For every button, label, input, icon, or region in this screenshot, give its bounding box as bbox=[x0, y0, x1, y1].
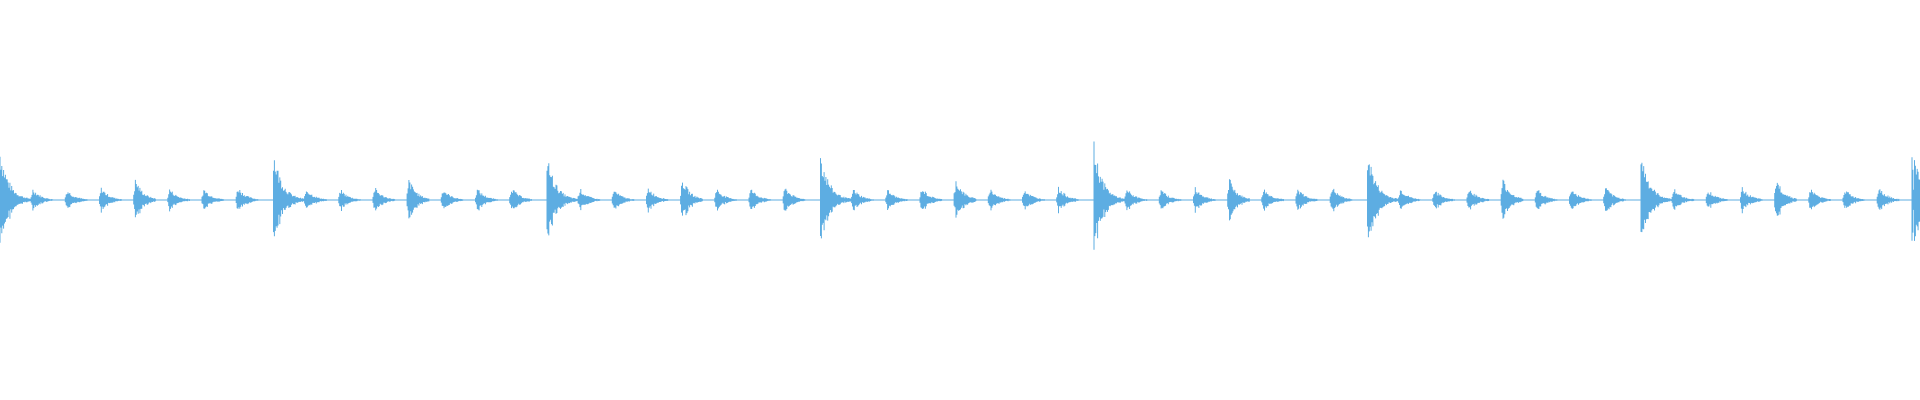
beat-hit bbox=[1875, 189, 1900, 210]
beat-hit bbox=[63, 192, 88, 208]
beat-hit bbox=[1226, 179, 1250, 221]
beat-hit bbox=[1773, 182, 1797, 216]
accent-hit bbox=[546, 163, 583, 236]
beat-hit bbox=[1431, 191, 1455, 209]
beat-hit bbox=[166, 189, 190, 212]
beat-hit bbox=[439, 192, 464, 209]
beat-hit bbox=[1157, 190, 1182, 209]
accent-hit bbox=[1911, 157, 1919, 241]
beat-hit bbox=[508, 190, 532, 209]
beat-hit bbox=[371, 188, 396, 211]
beat-hit bbox=[337, 190, 361, 211]
beat-hit bbox=[918, 191, 943, 209]
beat-hit bbox=[1841, 191, 1866, 208]
beat-hit bbox=[576, 189, 601, 211]
beat-hit bbox=[98, 187, 122, 213]
beat-hit bbox=[1192, 187, 1216, 213]
beat-hit bbox=[1739, 187, 1763, 214]
beat-hit bbox=[1397, 190, 1421, 209]
beat-hit bbox=[1465, 190, 1490, 210]
beat-hit bbox=[405, 180, 430, 219]
beat-hit bbox=[234, 190, 259, 209]
beat-hit bbox=[474, 189, 498, 211]
beat-hit bbox=[645, 188, 669, 213]
beat-hit bbox=[850, 190, 874, 211]
accent-hit bbox=[1093, 141, 1130, 250]
beat-hit bbox=[1021, 191, 1045, 210]
accent-hit bbox=[273, 160, 310, 237]
beat-hit bbox=[1260, 189, 1284, 211]
beat-hit bbox=[1568, 191, 1592, 209]
beat-hit bbox=[1123, 190, 1148, 211]
beat-hit bbox=[713, 189, 737, 211]
beat-hit bbox=[1294, 189, 1319, 210]
beat-hit bbox=[747, 189, 772, 209]
beat-hit bbox=[29, 189, 54, 211]
beat-hit bbox=[1328, 188, 1353, 212]
beat-hit bbox=[986, 189, 1011, 211]
beat-hit bbox=[1670, 189, 1695, 210]
beat-hit bbox=[1499, 179, 1524, 219]
beat-hit bbox=[781, 188, 806, 211]
beat-hit bbox=[1602, 188, 1626, 211]
beat-hit bbox=[1055, 186, 1079, 214]
beat-hit bbox=[1807, 189, 1831, 210]
beat-hit bbox=[303, 191, 327, 208]
accent-hit bbox=[1367, 164, 1404, 238]
beat-hit bbox=[1533, 190, 1558, 209]
accent-hit bbox=[820, 158, 857, 239]
accent-hit bbox=[1640, 162, 1677, 233]
beat-hit bbox=[132, 179, 156, 218]
beat-hit bbox=[679, 182, 703, 216]
beat-hit bbox=[952, 181, 977, 218]
beat-hit bbox=[884, 190, 908, 210]
beat-hit bbox=[1704, 192, 1729, 208]
beat-hit bbox=[200, 190, 225, 209]
beat-hit bbox=[610, 191, 635, 209]
